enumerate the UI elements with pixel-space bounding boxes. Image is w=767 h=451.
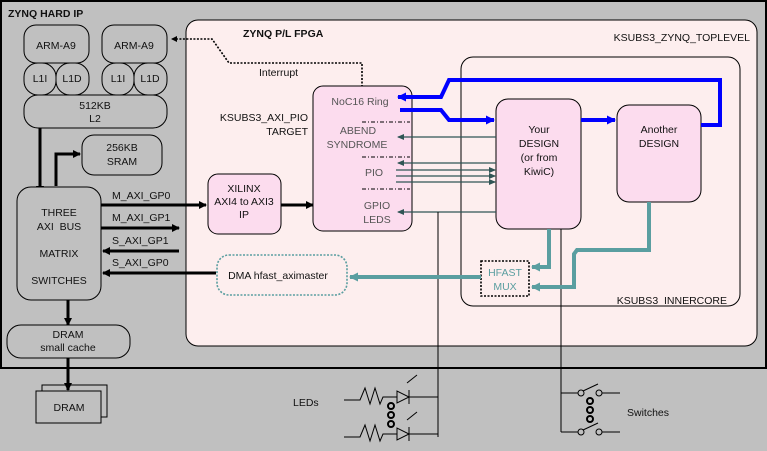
fpga-title: ZYNQ P/L FPGA [243,28,324,40]
your-l4: KiwiC) [524,166,554,178]
sram-block: 256KB SRAM [81,134,163,176]
switch-icons [561,383,620,436]
pio-target-l2: TARGET [266,126,308,138]
xilinx-l3: IP [239,209,249,221]
pio-wires [396,134,496,215]
dram-cache-l2: small cache [40,342,96,354]
dma-label: DMA hfast_aximaster [228,270,328,282]
m-axi-gp1-label: M_AXI_GP1 [112,212,171,224]
your-to-mux [531,229,551,272]
dram-cache: DRAM small cache [6,324,131,359]
interrupt-label: Interrupt [259,67,298,79]
matrix-l1: THREE [41,207,77,219]
noc-ring-out [400,108,495,125]
s-axi-gp1-label: S_AXI_GP1 [112,235,169,247]
xilinx-axi-bridge: XILINX AXI4 to AXI3 IP [207,173,282,235]
hard-ip-title: ZYNQ HARD IP [8,8,83,20]
pio-label: PIO [365,167,383,179]
sram-label: SRAM [107,156,137,168]
matrix-l4: SWITCHES [31,275,86,287]
hfast-mux: HFAST MUX [480,260,530,297]
your-design-block: Your DESIGN (or from KiwiC) [495,98,582,230]
another-l1: Another [641,124,678,136]
noc-ring-return [397,78,722,127]
s-axi-gp0-label: S_AXI_GP0 [112,257,169,269]
noc-ring-label: NoC16 Ring [331,96,388,108]
cpu0-l1d: L1D [62,73,82,85]
your-l1: Your [528,124,550,136]
l2-cache: 512KB L2 [23,94,168,129]
l2-size: 512KB [79,100,111,112]
cpu1-l1d: L1D [140,73,160,85]
toplevel-label: KSUBS3_ZYNQ_TOPLEVEL [614,32,751,44]
m-axi-gp0-label: M_AXI_GP0 [112,190,171,202]
xilinx-l1: XILINX [227,183,260,195]
dram-label: DRAM [54,402,85,414]
your-l3: (or from [521,152,558,164]
innercore-label: KSUBS3_INNERCORE [617,295,727,307]
your-l2: DESIGN [519,138,559,150]
sram-size: 256KB [106,142,138,154]
cpu1-l1i: L1I [111,73,126,85]
cpu-cluster-0: ARM-A9 L1I L1D [23,24,90,96]
pio-target-block: NoC16 Ring ABEND SYNDROME PIO GPIO LEDS [312,85,413,232]
cpu-cluster-1: ARM-A9 L1I L1D [101,24,168,96]
cpu0-l1i: L1I [33,73,48,85]
switches-label: Switches [627,407,669,419]
matrix-l2: AXI BUS [37,221,81,233]
hfast-l1: HFAST [488,267,522,279]
matrix-l3: MATRIX [40,248,79,260]
abend-l2: SYNDROME [327,139,388,151]
leds-label: LEDs [293,397,319,409]
dma-aximaster: DMA hfast_aximaster [216,254,348,296]
abend-l1: ABEND [340,125,377,137]
gpio-l1: GPIO [364,200,390,212]
dram-block: DRAM [35,384,108,424]
another-l2: DESIGN [639,138,679,150]
axi-matrix: THREE AXI BUS MATRIX SWITCHES [16,186,102,301]
another-to-mux [531,202,651,292]
hfast-l2: MUX [493,281,516,293]
xilinx-l2: AXI4 to AXI3 [214,196,274,208]
led-icons [344,374,438,443]
dram-cache-l1: DRAM [53,329,84,341]
gpio-l2: LEDS [363,214,390,226]
l2-label: L2 [89,113,101,125]
interrupt-line [171,36,363,87]
pio-target-l1: KSUBS3_AXI_PIO [220,112,308,124]
cpu1-label: ARM-A9 [114,40,154,52]
cpu0-label: ARM-A9 [36,40,76,52]
matrix-to-sram-arrow [54,150,81,186]
another-design-block: Another DESIGN [616,104,702,203]
